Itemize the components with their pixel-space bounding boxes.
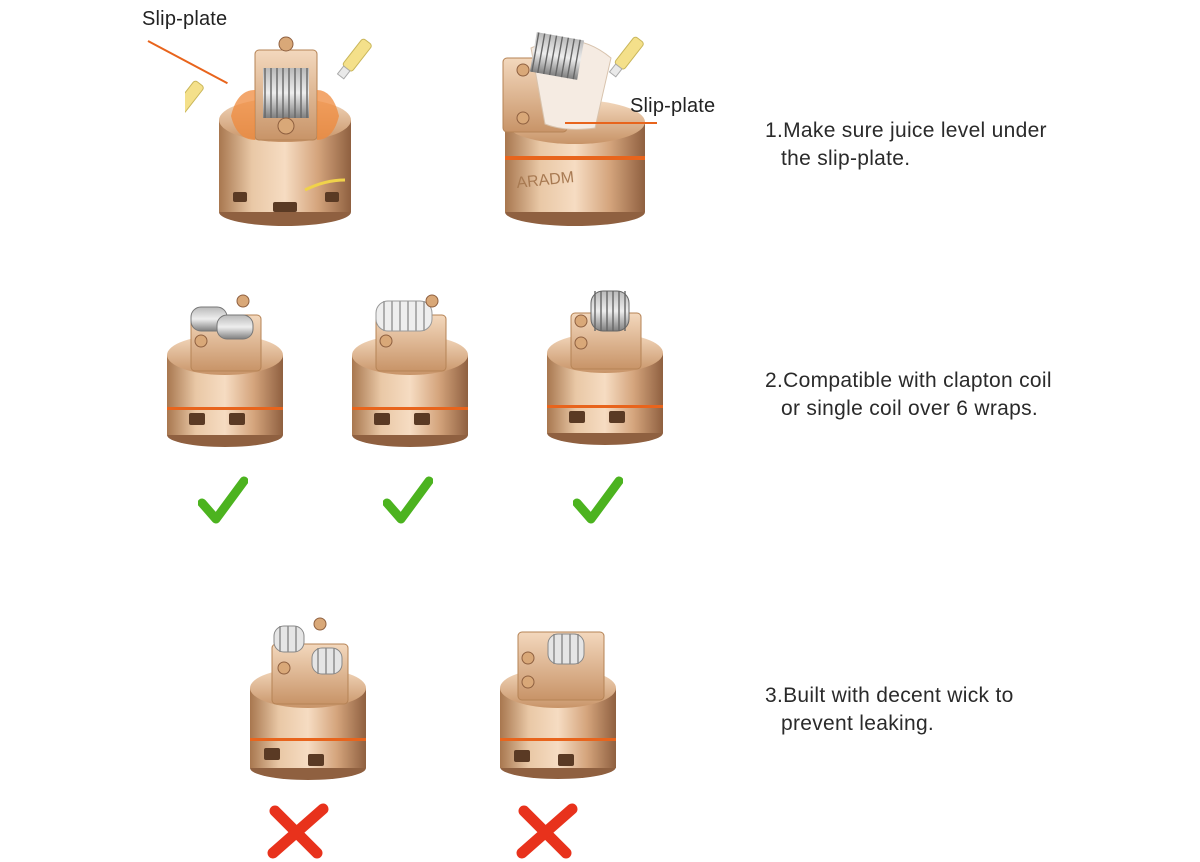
step-1-line-2: the slip-plate. <box>781 147 911 170</box>
step-2-number: 2. <box>765 369 784 392</box>
rda-deck-with-slip-plate-side: ARADM <box>502 32 645 226</box>
step-2-line-2: or single coil over 6 wraps. <box>781 397 1039 420</box>
rda-deck-loose-dual-coil <box>250 617 366 780</box>
rda-deck-with-slip-plate-front <box>185 36 372 226</box>
cross-icon <box>516 803 578 859</box>
cross-icon <box>267 803 329 859</box>
step-3-line-1: Built with decent wick to <box>783 684 1014 707</box>
step-3-instruction: 3.Built with decent wick to prevent leak… <box>765 682 1014 738</box>
slip-plate-label-right: Slip-plate <box>630 95 716 117</box>
check-icon <box>198 476 248 524</box>
step-1-line-1: Make sure juice level under <box>783 119 1047 142</box>
step-3-line-2: prevent leaking. <box>781 712 935 735</box>
slip-plate-label-left: Slip-plate <box>142 8 228 30</box>
check-icon <box>383 476 433 524</box>
rda-deck-clapton-dual-coil <box>167 294 283 447</box>
rda-deck-single-dense-coil <box>547 290 663 445</box>
svg-text:ARADM: ARADM <box>516 169 575 192</box>
check-icon <box>573 476 623 524</box>
step-3-number: 3. <box>765 684 784 707</box>
rda-deck-short-single-coil <box>500 631 616 779</box>
step-1-instruction: 1.Make sure juice level under the slip-p… <box>765 117 1047 173</box>
step-2-instruction: 2.Compatible with clapton coil or single… <box>765 367 1052 423</box>
step-1-number: 1. <box>765 119 784 142</box>
rda-deck-single-spaced-coil <box>352 294 468 447</box>
step-2-line-1: Compatible with clapton coil <box>783 369 1052 392</box>
slip-plate-leader-right <box>565 122 657 124</box>
